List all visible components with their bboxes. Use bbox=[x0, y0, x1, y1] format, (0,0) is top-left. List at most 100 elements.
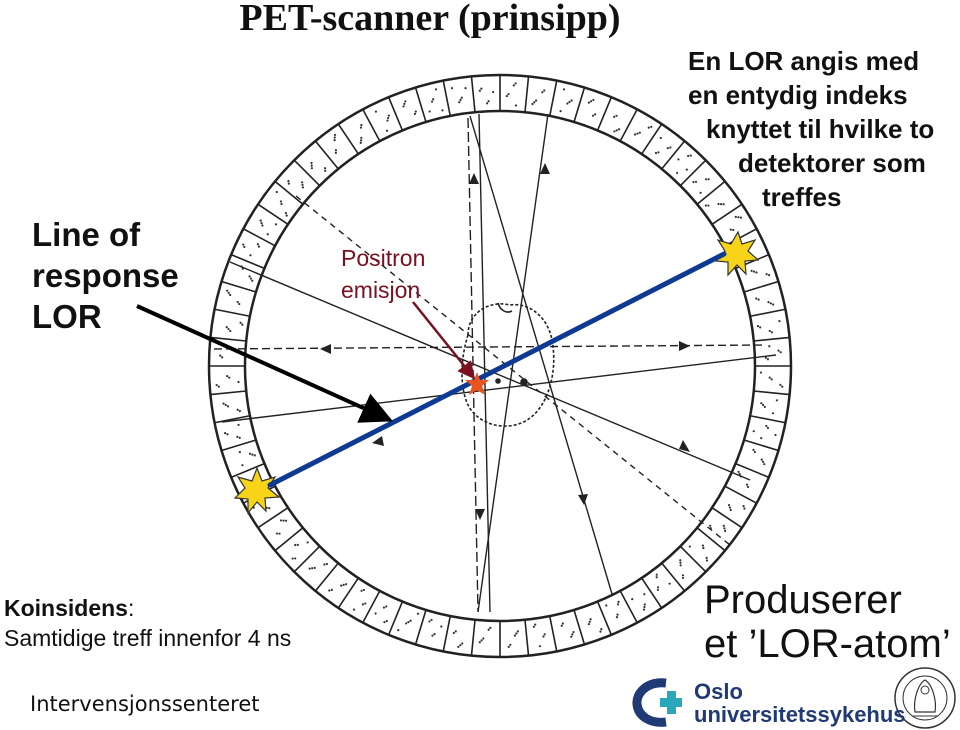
detector-segment-divider bbox=[414, 87, 427, 123]
detector-speckle bbox=[534, 623, 537, 626]
detector-speckle bbox=[345, 583, 348, 586]
detector-speckle bbox=[750, 269, 753, 272]
detector-speckle bbox=[452, 631, 455, 635]
detector-speckle bbox=[647, 126, 650, 129]
lor-description-line-2: en entydig indeks bbox=[688, 80, 908, 110]
detector-speckle bbox=[459, 644, 462, 647]
coincidence-colon: : bbox=[127, 595, 135, 621]
detector-speckle bbox=[570, 99, 573, 102]
detector-speckle bbox=[781, 385, 784, 388]
detector-speckle bbox=[241, 323, 244, 326]
detector-speckle bbox=[238, 436, 241, 439]
detector-speckle bbox=[431, 634, 434, 637]
detector-speckle bbox=[238, 409, 241, 413]
detector-speckle bbox=[752, 448, 755, 451]
detector-speckle bbox=[428, 110, 431, 113]
detector-speckle bbox=[282, 519, 285, 522]
detector-speckle bbox=[387, 116, 390, 120]
detector-speckle bbox=[239, 321, 242, 324]
detector-speckle bbox=[311, 567, 314, 570]
detector-speckle bbox=[679, 564, 682, 567]
detector-speckle bbox=[588, 620, 591, 623]
detector-speckle bbox=[617, 128, 621, 131]
detector-speckle bbox=[688, 545, 691, 548]
detector-speckle bbox=[765, 424, 768, 428]
detector-segment-divider bbox=[210, 336, 247, 342]
detector-speckle bbox=[325, 562, 329, 566]
result-line-1: Produserer bbox=[704, 578, 902, 622]
detector-speckle bbox=[764, 356, 767, 359]
detector-speckle bbox=[566, 102, 569, 105]
lor-description-line-1: En LOR angis med bbox=[688, 46, 920, 76]
detector-speckle bbox=[409, 619, 412, 622]
detector-speckle bbox=[385, 619, 388, 623]
detector-speckle bbox=[257, 245, 261, 248]
hospital-name-line-2: universitetssykehus bbox=[694, 702, 906, 727]
detector-speckle bbox=[590, 100, 593, 103]
detector-segment-divider bbox=[214, 308, 251, 318]
detector-speckle bbox=[226, 375, 229, 378]
detector-speckle bbox=[643, 603, 646, 606]
detector-segment-divider bbox=[210, 390, 247, 396]
detector-speckle bbox=[313, 566, 316, 570]
detector-speckle bbox=[284, 212, 288, 215]
detector-speckle bbox=[568, 100, 571, 104]
detector-speckle bbox=[771, 412, 775, 415]
detector-speckle bbox=[617, 600, 620, 603]
detector-segment-divider bbox=[442, 615, 452, 652]
detector-speckle bbox=[485, 102, 489, 105]
detector-speckle bbox=[487, 100, 490, 103]
detector-speckle bbox=[615, 114, 618, 117]
detector-speckle bbox=[587, 101, 591, 104]
detector-speckle bbox=[638, 131, 641, 134]
detector-segment-divider bbox=[221, 439, 257, 452]
detector-speckle bbox=[492, 90, 495, 94]
detector-speckle bbox=[308, 567, 311, 570]
detector-speckle bbox=[226, 289, 229, 292]
detector-segment-divider bbox=[661, 140, 686, 170]
detector-speckle bbox=[763, 463, 766, 466]
annihilation-point-icon bbox=[465, 372, 489, 395]
detector-speckle bbox=[756, 325, 760, 328]
detector-segment-divider bbox=[619, 108, 638, 142]
detector-segment-divider bbox=[641, 577, 663, 609]
detector-segments bbox=[209, 75, 791, 657]
detector-speckle bbox=[779, 383, 782, 386]
detector-segment-divider bbox=[696, 180, 726, 205]
detector-speckle bbox=[643, 593, 646, 596]
detector-speckle bbox=[701, 544, 705, 547]
detector-speckle bbox=[237, 380, 240, 384]
detector-speckle bbox=[284, 519, 288, 522]
detector-speckle bbox=[323, 563, 326, 566]
detector-speckle bbox=[514, 104, 518, 107]
detector-speckle bbox=[251, 453, 254, 456]
detector-speckle bbox=[594, 113, 597, 116]
detector-speckle bbox=[359, 139, 363, 142]
detector-speckle bbox=[737, 216, 740, 219]
detector-speckle bbox=[430, 100, 434, 103]
detector-speckle bbox=[407, 621, 410, 624]
detector-hit-left bbox=[233, 466, 281, 515]
detector-speckle bbox=[533, 101, 536, 104]
lor-description-line-4: detektorer som bbox=[738, 148, 926, 178]
detector-speckle bbox=[676, 171, 679, 175]
detector-speckle bbox=[460, 96, 463, 99]
detector-segment-divider bbox=[696, 527, 726, 552]
detector-speckle bbox=[777, 349, 780, 352]
detector-speckle bbox=[507, 93, 510, 96]
result-text: Produserer et ’LOR-atom’ bbox=[704, 578, 951, 666]
detector-speckle bbox=[413, 112, 417, 116]
detector-speckle bbox=[478, 641, 481, 644]
detector-speckle bbox=[291, 557, 294, 560]
detector-speckle bbox=[330, 588, 333, 591]
detector-speckle bbox=[570, 635, 573, 638]
detector-segment-divider bbox=[442, 80, 452, 117]
detector-speckle bbox=[306, 541, 309, 544]
detector-speckle bbox=[668, 582, 671, 585]
detector-speckle bbox=[454, 630, 457, 633]
detector-speckle bbox=[692, 180, 695, 184]
detector-speckle bbox=[352, 608, 356, 611]
detector-speckle bbox=[287, 179, 290, 183]
detector-segment-divider bbox=[230, 462, 265, 479]
detector-speckle bbox=[310, 161, 313, 165]
